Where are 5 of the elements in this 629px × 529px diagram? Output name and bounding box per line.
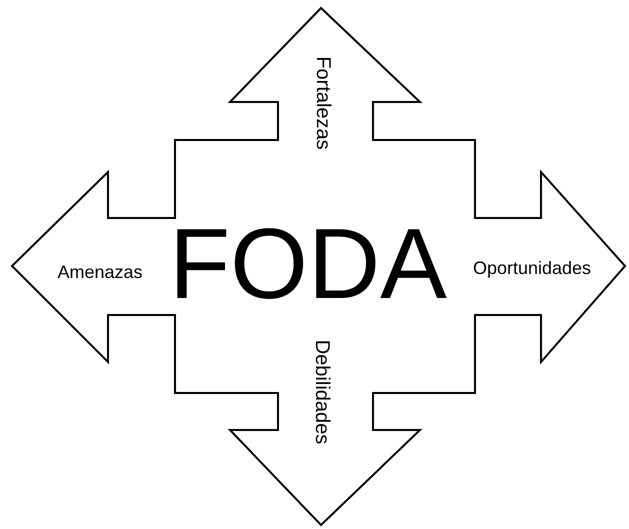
opportunity-label: Oportunidades [472, 259, 592, 277]
title-text: FODA [169, 214, 447, 314]
weakness-label: Debilidades [312, 340, 332, 444]
threat-label: Amenazas [57, 263, 143, 281]
strength-label: Fortalezas [313, 56, 333, 150]
